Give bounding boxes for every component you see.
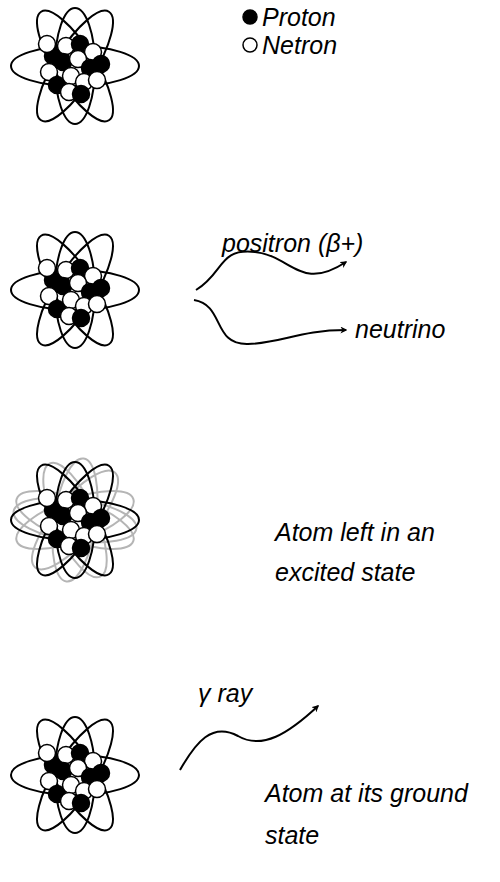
orbit-blur	[10, 479, 141, 561]
proton-ball	[73, 86, 90, 103]
orbit-blur	[31, 455, 120, 585]
emission-arrow	[180, 706, 318, 770]
proton-ball	[73, 310, 90, 327]
emission-arrow	[196, 252, 346, 290]
electron-orbit	[24, 455, 126, 585]
neutron-ball	[89, 526, 106, 543]
electron-orbit	[24, 455, 126, 585]
annotation-label: Atom at its ground state	[265, 772, 470, 856]
annotation-label: Atom left in an excited state	[275, 512, 480, 592]
atom-figure	[11, 225, 139, 355]
emission-arrow	[194, 300, 346, 344]
electron-orbit	[24, 1, 126, 131]
legend-sample	[243, 38, 257, 52]
neutron-ball	[39, 260, 56, 277]
neutron-ball	[39, 745, 56, 762]
electron-orbit	[24, 710, 126, 840]
atom-figure	[11, 1, 139, 131]
atom-figure	[11, 710, 139, 840]
neutron-ball	[89, 296, 106, 313]
orbit-blur	[19, 459, 131, 581]
electron-orbit	[24, 225, 126, 355]
annotation-label: γ ray	[198, 678, 252, 708]
proton-ball	[73, 540, 90, 557]
legend-sample	[243, 10, 257, 24]
legend-label: Netron	[262, 30, 337, 60]
electron-orbit	[24, 710, 126, 840]
atom-figure	[10, 455, 141, 585]
legend-label: Proton	[262, 2, 336, 32]
orbit-blur	[10, 479, 141, 561]
proton-ball	[73, 795, 90, 812]
neutron-ball	[89, 72, 106, 89]
electron-orbit	[24, 1, 126, 131]
annotation-label: positron (β+)	[222, 228, 363, 258]
neutron-ball	[39, 36, 56, 53]
annotation-label: neutrino	[355, 314, 445, 344]
neutron-ball	[89, 781, 106, 798]
neutron-ball	[39, 490, 56, 507]
electron-orbit	[24, 225, 126, 355]
